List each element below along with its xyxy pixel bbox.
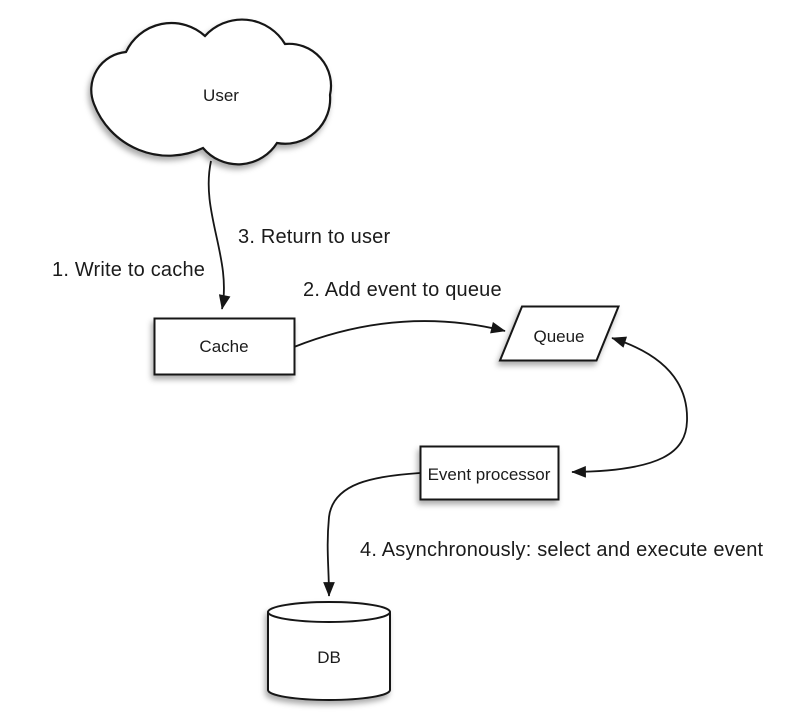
edge-queue-event-processor-bidirectional [571,336,688,478]
node-cache: Cache [153,317,296,376]
node-queue-label: Queue [533,327,584,346]
event-processor-rectangle [419,445,560,501]
node-cache-label: Cache [199,337,248,356]
annotation-step-4: 4. Asynchronously: select and execute ev… [360,539,764,561]
node-db: DB [267,601,391,701]
node-user-label: User [203,86,239,105]
cloud-shape [90,18,333,166]
annotation-step-2: 2. Add event to queue [303,279,502,301]
cache-rectangle [153,317,296,376]
node-event-processor: Event processor [419,445,560,501]
node-user: User [90,18,333,166]
queue-parallelogram [498,305,620,362]
db-cylinder-body [267,612,391,701]
edge-cache-to-queue [293,320,506,348]
node-db-label: DB [317,648,341,667]
node-queue: Queue [498,305,620,362]
annotation-step-3: 3. Return to user [238,226,391,248]
node-event-processor-label: Event processor [428,465,551,484]
db-cylinder-top [267,601,391,623]
annotation-step-1: 1. Write to cache [52,259,205,281]
edge-event-processor-to-db [323,472,421,597]
edge-user-to-cache [207,160,231,310]
